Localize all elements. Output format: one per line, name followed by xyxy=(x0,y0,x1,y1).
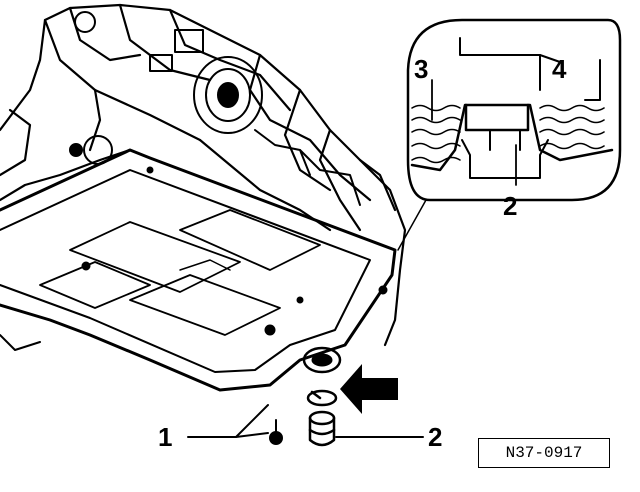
callout-inset-2: 2 xyxy=(503,191,518,221)
seal-ring-part xyxy=(306,389,338,407)
transmission-housing xyxy=(0,3,407,347)
fluid-level-waves xyxy=(411,104,605,164)
oil-pan xyxy=(0,148,397,392)
callout-inset-3: 3 xyxy=(414,54,429,84)
pump-detail xyxy=(69,11,361,206)
callout-main-2: 2 xyxy=(428,422,443,452)
callout-inset-4: 4 xyxy=(552,54,567,84)
inset-detail xyxy=(397,18,622,251)
callout-main-1: 1 xyxy=(158,422,173,452)
reference-code: N37-0917 xyxy=(505,444,583,462)
reference-code-box: N37-0917 xyxy=(478,438,610,468)
drain-plug-part xyxy=(308,410,336,447)
screw-part xyxy=(269,419,283,445)
leader-lines-main xyxy=(187,404,424,438)
direction-arrow xyxy=(340,364,398,414)
